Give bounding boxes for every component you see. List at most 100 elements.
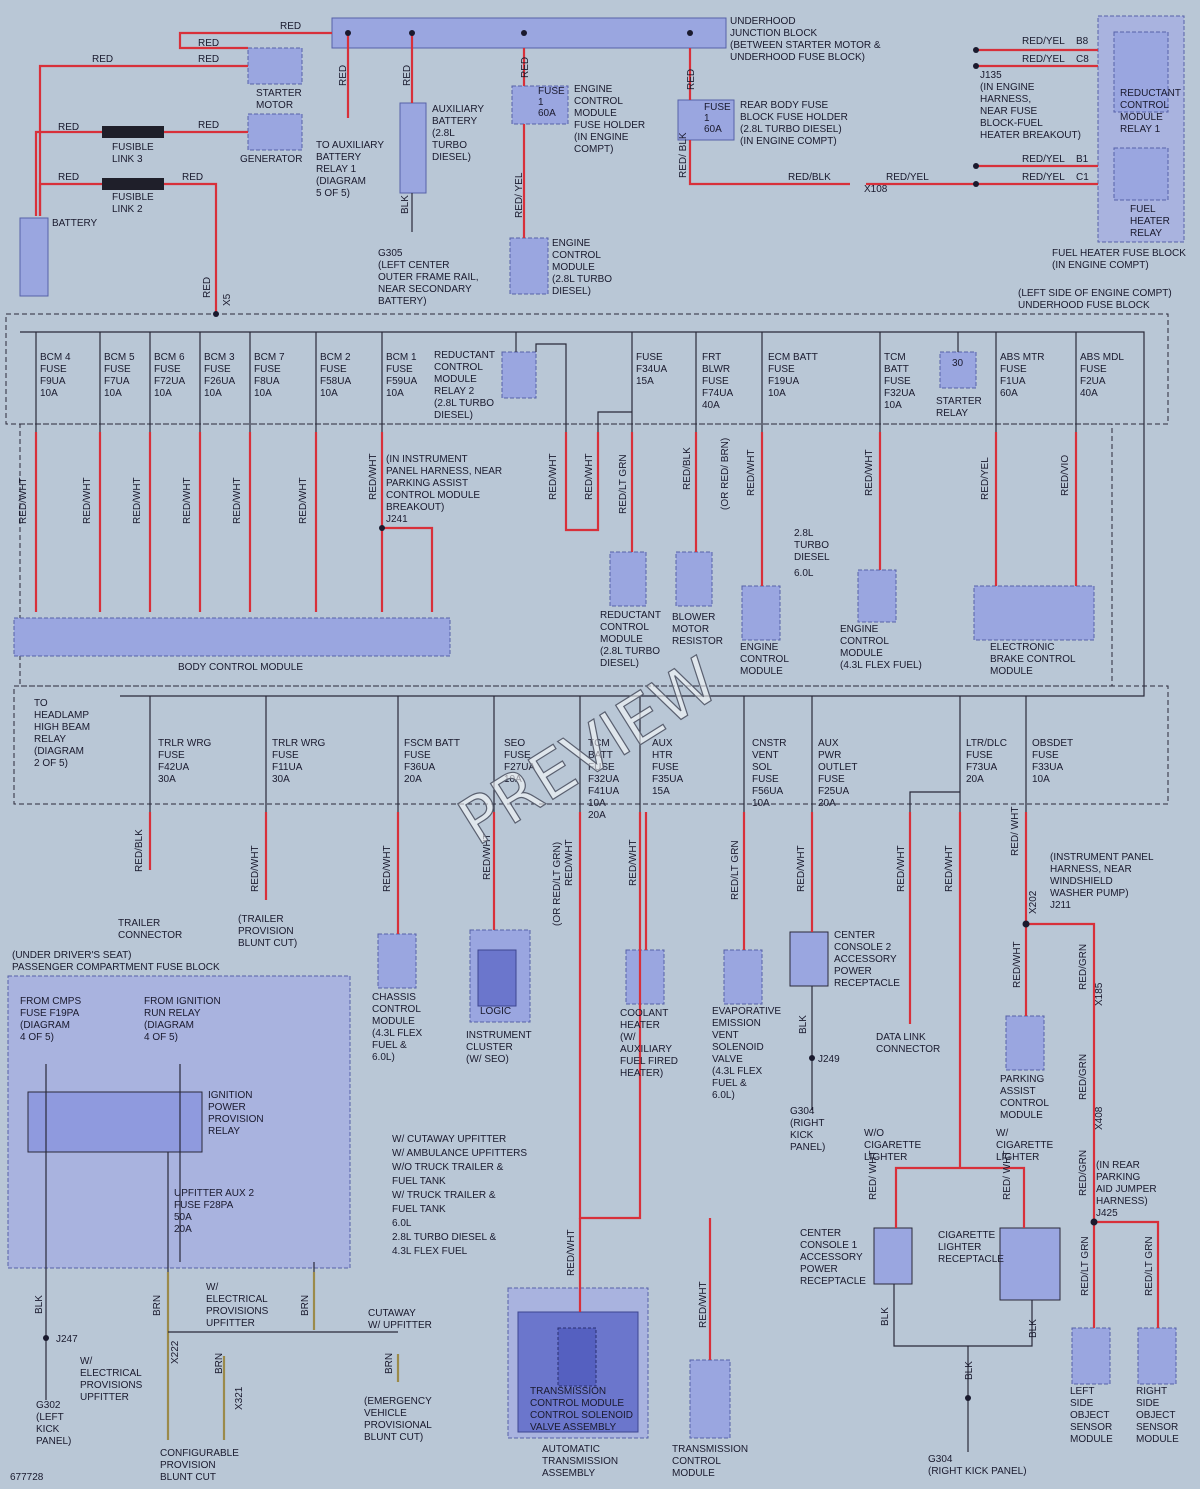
legend-line-1: W/ CUTAWAY UPFITTER: [392, 1134, 506, 1145]
fuse-top-12-line-3: F1UA: [1000, 376, 1026, 387]
label-rear-fuse-holder-line-4: (IN ENGINE COMPT): [740, 136, 837, 147]
label-engine-control-module-line-2: CONTROL: [740, 654, 789, 665]
fuse-top-7-line-4: 10A: [386, 388, 404, 399]
fuse-bottom-5-line-3: FUSE: [588, 762, 615, 773]
fuse-bottom-8-line-5: F25UA: [818, 786, 849, 797]
legend-line-9: 4.3L FLEX FUEL: [392, 1246, 468, 1257]
label-ign-relay-line-1: IGNITION: [208, 1090, 252, 1101]
fuse-top-7-line-2: FUSE: [386, 364, 413, 375]
label-ign-relay-line-3: PROVISION: [208, 1114, 264, 1125]
legend-line-3: W/O TRUCK TRAILER &: [392, 1162, 504, 1173]
label-ecm-fuse-holder-line-4: FUSE HOLDER: [574, 120, 645, 131]
label-from-ign-line-2: RUN RELAY: [144, 1008, 201, 1019]
label-cluster-line-3: (W/ SEO): [466, 1054, 509, 1065]
label-configurable-line-2: PROVISION: [160, 1460, 216, 1471]
fuse-top-6-line-1: BCM 2: [320, 352, 351, 363]
label-g304-b-line-1: G304: [928, 1454, 953, 1465]
label-rear-park-line-4: HARNESS): [1096, 1196, 1148, 1207]
left-side-object-sensor: [1071, 1327, 1111, 1385]
wire-label-red-yel-2: RED/YEL: [1022, 36, 1065, 47]
ignition-power-relay: [27, 1091, 203, 1153]
label-cluster-line-2: CLUSTER: [466, 1042, 513, 1053]
fuse-top-6-line-2: FUSE: [320, 364, 347, 375]
wire-label-red-blk-2: RED/ BLK: [678, 132, 689, 178]
label-tcm-assembly-line-3: CONTROL SOLENOID: [530, 1410, 633, 1421]
label-starter-motor-line-2: MOTOR: [256, 100, 293, 111]
fuse-bottom-7-line-4: FUSE: [752, 774, 779, 785]
legend-line-4: FUEL TANK: [392, 1176, 446, 1187]
wire-label-red-6: RED: [198, 120, 219, 131]
fuse-top-11-line-2: BATT: [884, 364, 909, 375]
wire-label-red-yel-4: RED/YEL: [1022, 154, 1065, 165]
wires: [20, 31, 1160, 1452]
logic-block: [477, 949, 517, 1007]
wire-label-brn-emerg: BRN: [384, 1353, 395, 1374]
fuse-top-5-line-2: FUSE: [254, 364, 281, 375]
label-chassis-line-1: CHASSIS: [372, 992, 416, 1003]
label-emergency-line-4: BLUNT CUT): [364, 1432, 423, 1443]
wire-label-red-8: RED: [182, 172, 203, 183]
label-left-sensor-line-2: SIDE: [1070, 1398, 1094, 1409]
label-reductant-module-line-3: MODULE: [600, 634, 643, 645]
label-console-2-line-1: CENTER: [834, 930, 875, 941]
ecm-43-flex: [857, 569, 897, 623]
label-upfitter-fuse-line-1: UPFITTER AUX 2: [174, 1188, 254, 1199]
label-right-sensor-line-1: RIGHT: [1136, 1386, 1167, 1397]
label-dlc-line-1: DATA LINK: [876, 1032, 926, 1043]
label-ecm-fuse-line-3: 60A: [538, 108, 556, 119]
reductant-relay-1: [1113, 31, 1169, 113]
wire-label-red-2: RED: [198, 38, 219, 49]
label-ecm-diesel-line-2: CONTROL: [552, 250, 601, 261]
label-from-cmps-line-2: FUSE F19PA: [20, 1008, 80, 1019]
wire-label-brn-x321: BRN: [214, 1353, 225, 1374]
label-chassis-line-4: (4.3L FLEX: [372, 1028, 423, 1039]
label-reductant-relay-1-line-4: RELAY 1: [1120, 124, 1161, 135]
label-starter-relay-pin: 30: [952, 358, 964, 369]
wire-label-red-grn-1: RED/GRN: [1078, 944, 1089, 990]
label-j241-line-2: PANEL HARNESS, NEAR: [386, 466, 502, 477]
fuse-bottom-6-line-5: 15A: [652, 786, 670, 797]
label-tcm-assembly-line-1: TRANSMISSION: [530, 1386, 606, 1397]
fuse-top-9-line-4: F74UA: [702, 388, 733, 399]
label-w-elec-2-line-1: W/: [206, 1282, 218, 1293]
ecm-fuse-holder: [511, 85, 569, 125]
legend-line-7: 6.0L: [392, 1218, 412, 1229]
fuse-bottom-5-line-2: BATT: [588, 750, 613, 761]
reductant-module: [609, 551, 647, 607]
label-trailer-connector-line-1: TRAILER: [118, 918, 160, 929]
label-cig-recept-line-1: CIGARETTE: [938, 1230, 996, 1241]
right-side-object-sensor: [1137, 1327, 1177, 1385]
label-aux-battery-line-1: AUXILIARY: [432, 104, 484, 115]
fuse-bottom-2-line-2: FUSE: [272, 750, 299, 761]
label-logic: LOGIC: [480, 1006, 511, 1017]
fuse-top-5-line-4: 10A: [254, 388, 272, 399]
transmission-control-module: [689, 1359, 731, 1439]
wire-label-red-13: RED: [686, 69, 697, 90]
label-from-cmps-line-1: FROM CMPS: [20, 996, 81, 1007]
wire-label-blk-e2: BLK: [34, 1295, 45, 1314]
label-j241-line-5: BREAKOUT): [386, 502, 444, 513]
fuse-top-4-line-3: F26UA: [204, 376, 235, 387]
fuse-top-2-line-3: F7UA: [104, 376, 130, 387]
fuse-top-10-line-4: 10A: [768, 388, 786, 399]
label-right-sensor-line-2: SIDE: [1136, 1398, 1160, 1409]
label-reductant-relay-2-line-2: CONTROL: [434, 362, 483, 373]
label-wo-cig-line-2: CIGARETTE: [864, 1140, 922, 1151]
label-rear-fuse-line-3: 60A: [704, 124, 722, 135]
pin-x202: X202: [1028, 890, 1039, 914]
pin-c1: C1: [1076, 172, 1089, 183]
label-aux-battery-line-3: (2.8L: [432, 128, 455, 139]
label-rear-fuse-holder-line-2: BLOCK FUSE HOLDER: [740, 112, 848, 123]
label-console-1-line-5: RECEPTACLE: [800, 1276, 866, 1287]
fuse-top-7-line-3: F59UA: [386, 376, 417, 387]
wire-label-bcm-5: RED/WHT: [232, 477, 243, 524]
label-aux-battery-line-2: BATTERY: [432, 116, 478, 127]
rear-fuse-holder: [677, 99, 735, 141]
label-ecm-fuse-holder-line-2: CONTROL: [574, 96, 623, 107]
label-aux-battery-relay-line-1: TO AUXILIARY: [316, 140, 384, 151]
blower-motor-resistor: [675, 551, 713, 607]
battery: [19, 217, 49, 297]
label-from-ign-line-4: 4 OF 5): [144, 1032, 178, 1043]
fuse-bottom-2-line-4: 30A: [272, 774, 290, 785]
fuse-top-2-line-2: FUSE: [104, 364, 131, 375]
